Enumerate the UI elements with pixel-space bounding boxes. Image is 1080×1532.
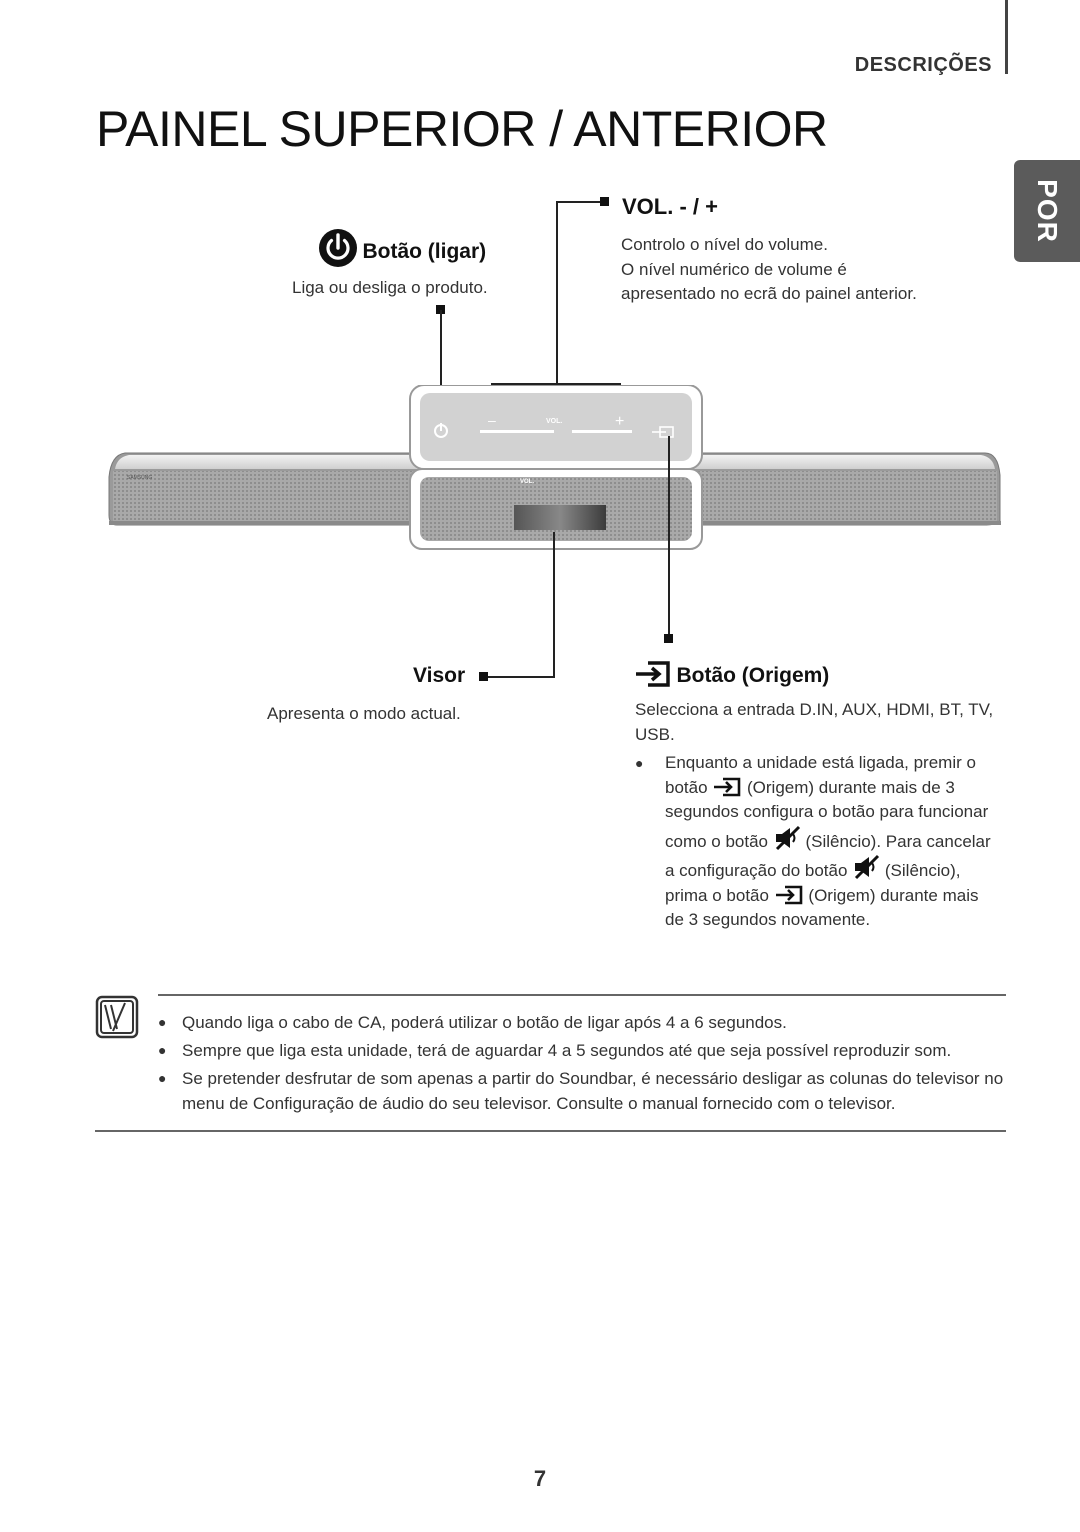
page-number: 7: [533, 1466, 547, 1491]
svg-text:+: +: [615, 413, 624, 430]
volume-line-1: Controlo o nível do volume.: [621, 235, 828, 254]
source-icon: [775, 885, 802, 904]
source-bullet: Enquanto a unidade está ligada, premir o…: [635, 751, 1007, 933]
source-description: Selecciona a entrada D.IN, AUX, HDMI, BT…: [635, 700, 994, 744]
power-description: Liga ou desliga o produto.: [292, 278, 488, 297]
volume-line-2: O nível numérico de volume é: [621, 259, 847, 279]
notes-top-rule: [158, 994, 1006, 996]
display-description: Apresenta o modo actual.: [267, 704, 461, 723]
source-icon: [636, 661, 670, 687]
power-marker: [436, 305, 445, 314]
power-leader: [440, 310, 442, 412]
source-heading-text: Botão (Origem): [676, 664, 830, 687]
note-item: Quando liga o cabo de CA, poderá utiliza…: [158, 1010, 1008, 1035]
section-divider: [1005, 0, 1008, 74]
volume-heading: VOL. - / +: [622, 194, 718, 219]
note-icon: [95, 995, 139, 1039]
power-heading: Botão (ligar): [318, 228, 486, 268]
source-marker: [664, 634, 673, 643]
volume-bracket: [491, 383, 621, 385]
power-icon: [319, 229, 357, 267]
display-leader-h: [486, 676, 555, 678]
svg-text:VOL.: VOL.: [546, 418, 562, 425]
notes-list: Quando liga o cabo de CA, poderá utiliza…: [158, 1010, 1008, 1119]
display-marker: [479, 672, 488, 681]
note-item: Se pretender desfrutar de som apenas a p…: [158, 1066, 1008, 1116]
source-leader: [668, 436, 670, 636]
brand-logo: SAMSUNG: [127, 475, 152, 481]
mute-icon: [775, 825, 800, 850]
source-icon: [714, 777, 741, 796]
language-tab-label: POR: [1032, 179, 1063, 243]
volume-leader-v: [556, 201, 558, 385]
volume-leader-h: [556, 201, 600, 203]
mute-icon: [855, 854, 880, 880]
page-title: PAINEL SUPERIOR / ANTERIOR: [96, 101, 828, 157]
power-heading-text: Botão (ligar): [362, 240, 487, 263]
volume-marker: [600, 197, 609, 206]
soundbar-illustration: SAMSUNG – + VOL.: [108, 385, 1001, 550]
source-bullet-item: Enquanto a unidade está ligada, premir o…: [635, 751, 1007, 933]
notes-bottom-rule: [95, 1130, 1006, 1132]
section-label: DESCRIÇÕES: [854, 54, 992, 76]
device-vol-label: VOL.: [520, 479, 535, 485]
volume-line-3: apresentado no ecrã do painel anterior.: [621, 284, 917, 303]
volume-description: Controlo o nível do volume. O nível numé…: [621, 233, 917, 307]
note-item: Sempre que liga esta unidade, terá de ag…: [158, 1038, 1008, 1063]
language-tab: POR: [1014, 160, 1080, 262]
source-heading: Botão (Origem): [634, 660, 829, 688]
display-leader-v: [553, 532, 555, 678]
svg-text:–: –: [488, 412, 496, 428]
display-heading: Visor: [413, 664, 466, 687]
